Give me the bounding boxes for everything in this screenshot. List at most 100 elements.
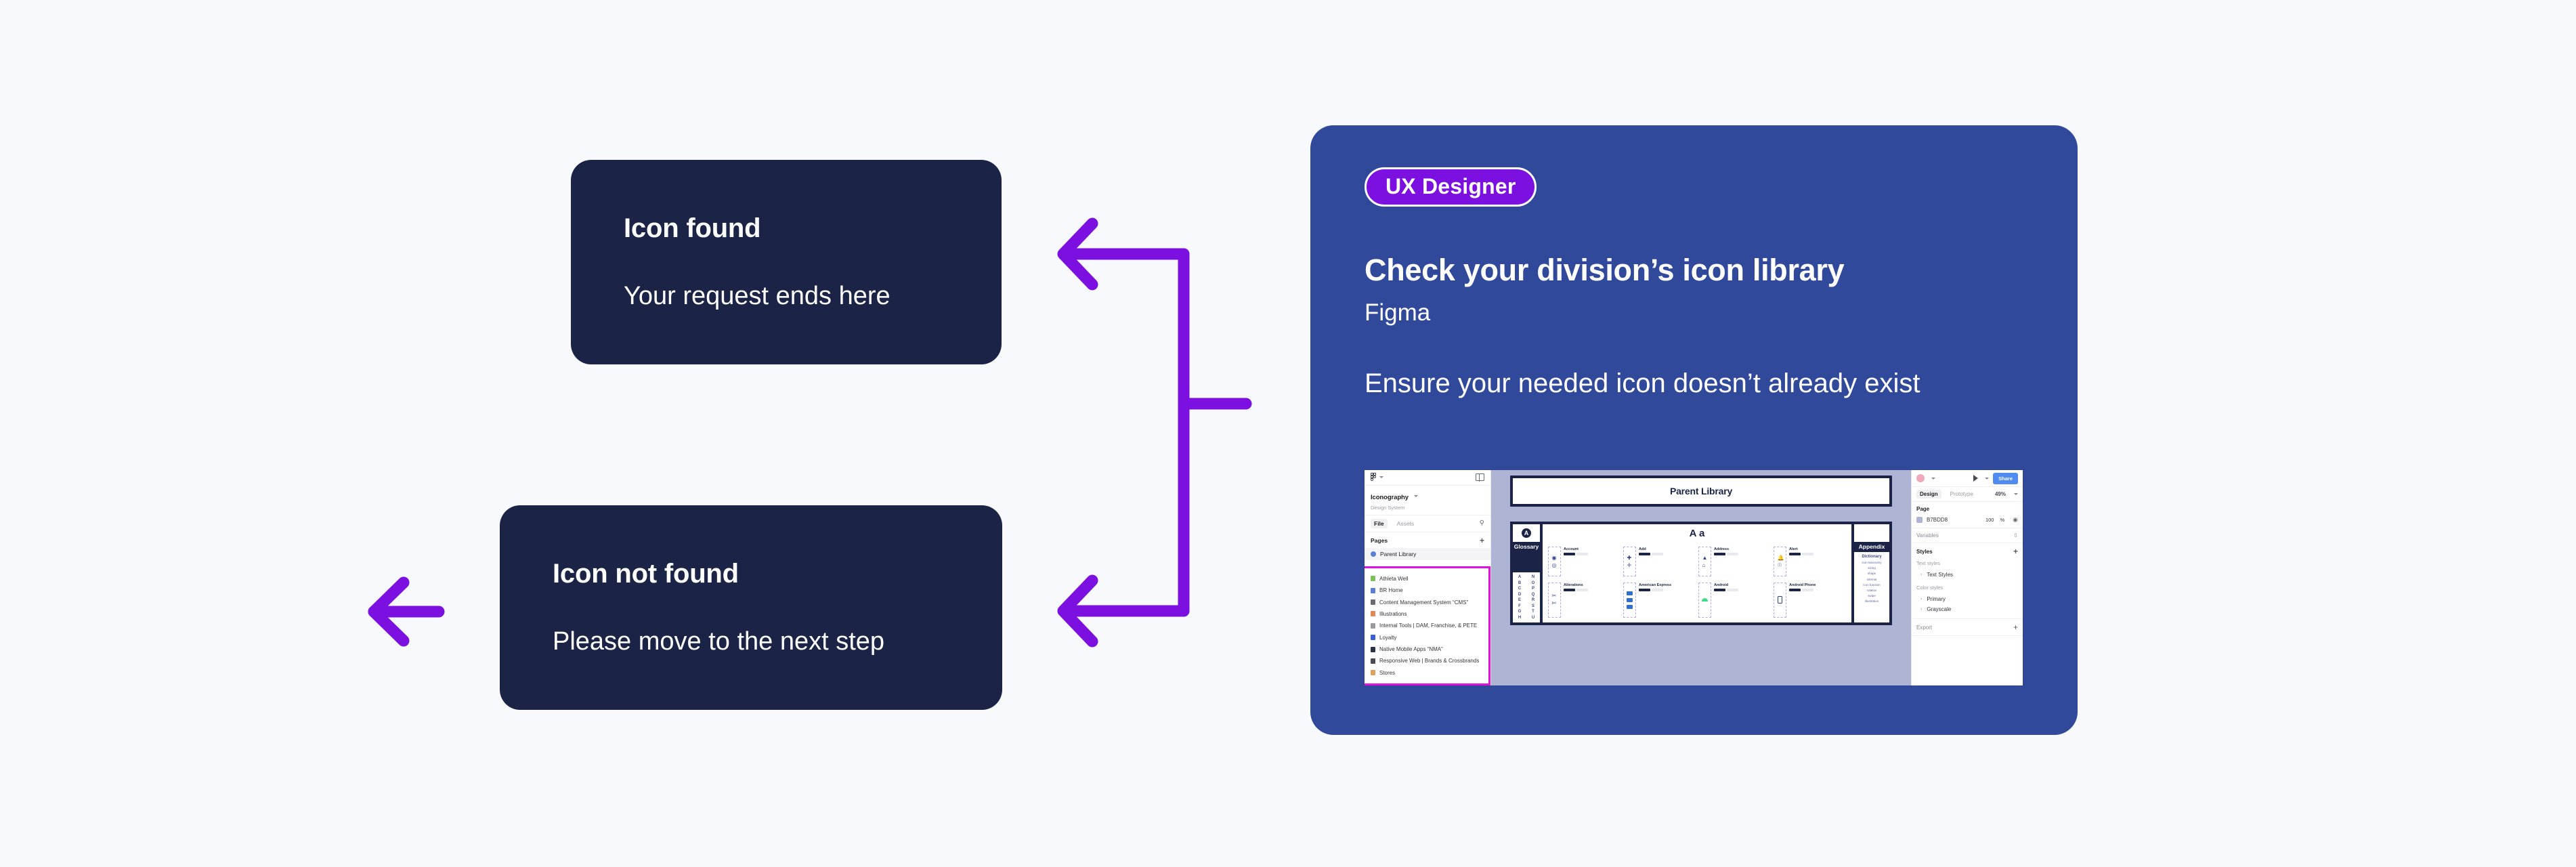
styles-label: Styles <box>1916 548 1933 555</box>
variables-header: Variables ⇳ <box>1916 532 2018 538</box>
list-item[interactable]: Illustrations <box>1365 608 1488 620</box>
figma-logo-icon[interactable] <box>1371 473 1377 482</box>
avatar[interactable] <box>1916 474 1925 482</box>
glossary-letter: S <box>1531 604 1534 608</box>
american-express-icon <box>1623 583 1636 618</box>
eye-icon[interactable]: ◉ <box>2013 516 2018 523</box>
glyph-sample: A a <box>1543 524 1851 542</box>
color-style-grayscale[interactable]: › Grayscale <box>1916 604 2018 614</box>
icon-entry[interactable]: ◉◎ Account <box>1548 547 1620 577</box>
export-header: Export + <box>1916 623 2018 631</box>
glossary-header: Glossary <box>1514 543 1539 550</box>
icon-chips <box>1789 553 1813 555</box>
list-item[interactable]: Native Mobile Apps “NMA” <box>1365 643 1488 655</box>
outcome-title: Icon not found <box>553 559 739 589</box>
chevron-down-icon[interactable] <box>1414 494 1419 497</box>
plus-icon[interactable]: + <box>2013 547 2018 556</box>
page-color-dot <box>1371 599 1375 606</box>
glossary-letter: T <box>1532 610 1534 614</box>
pages-label: Pages <box>1371 536 1388 544</box>
glossary-letter: P <box>1531 587 1534 591</box>
icon-entry[interactable]: American Express <box>1623 583 1696 618</box>
list-item[interactable]: Stores <box>1365 667 1488 679</box>
share-button[interactable]: Share <box>1993 472 2018 484</box>
toggle-panel-icon[interactable] <box>1476 473 1484 482</box>
icon-chips <box>1564 553 1588 555</box>
tab-file[interactable]: File <box>1371 518 1388 528</box>
list-item[interactable]: Responsive Web | Brands & Crossbrands <box>1365 655 1488 667</box>
tab-design[interactable]: Design <box>1916 490 1941 499</box>
export-label: Export <box>1916 624 1933 631</box>
list-item-label: Content Management System “CMS” <box>1379 599 1469 606</box>
page-color-row[interactable]: B7BDD8 100 % ◉ <box>1916 516 2018 524</box>
color-swatch[interactable] <box>1916 517 1923 523</box>
chevron-right-icon[interactable]: › <box>1920 597 1923 601</box>
search-icon[interactable]: ⚲ <box>1479 519 1484 527</box>
chevron-down-icon[interactable] <box>2014 493 2018 495</box>
icon-entry[interactable]: ✚✛ Add <box>1623 547 1696 577</box>
plus-icon[interactable]: + <box>2013 622 2018 632</box>
list-item[interactable]: Content Management System “CMS” <box>1365 596 1488 608</box>
tab-assets[interactable]: Assets <box>1396 520 1415 527</box>
address-icon: ▲⌂ <box>1698 547 1711 577</box>
icon-entry[interactable]: ▲⌂ Address <box>1698 547 1771 577</box>
tab-prototype[interactable]: Prototype <box>1950 491 1973 497</box>
variables-label: Variables <box>1916 532 1939 538</box>
chevron-down-icon[interactable] <box>1379 476 1383 479</box>
page-opacity[interactable]: 100 <box>1985 517 1994 523</box>
role-badge: UX Designer <box>1365 167 1537 207</box>
page-color-dot <box>1371 587 1375 593</box>
icon-chips <box>1714 553 1738 555</box>
icon-entry[interactable]: Android Phone <box>1774 583 1846 618</box>
glossary-letter: D <box>1518 592 1522 597</box>
play-icon[interactable] <box>1973 475 1979 482</box>
chevron-down-icon[interactable] <box>1985 477 1990 480</box>
list-item[interactable]: Loyalty <box>1365 632 1488 643</box>
zoom-level[interactable]: 49% <box>1994 491 2006 497</box>
chevron-right-icon[interactable]: › <box>1920 607 1923 612</box>
figma-frame-glyph-header: A A a <box>1510 522 1892 542</box>
text-styles-label: Text styles <box>1916 560 1941 566</box>
figma-canvas[interactable]: Parent Library A A a Glossary A N B O <box>1491 470 1911 685</box>
figma-library-list-highlight: Athleta Well BR Home Content Management … <box>1365 566 1490 685</box>
figma-export-section: Export + <box>1912 619 2023 636</box>
text-styles-item-label: Text Styles <box>1927 572 1954 578</box>
glossary-letter: Q <box>1531 592 1535 597</box>
list-item[interactable]: Internal Tools | DAM, Franchise, & PETE <box>1365 620 1488 631</box>
page-color-dot <box>1371 658 1375 664</box>
plus-icon[interactable]: + <box>1479 535 1484 545</box>
page-opacity-unit: % <box>2000 517 2005 523</box>
sliders-icon[interactable]: ⇳ <box>2013 532 2018 538</box>
figma-variables-section[interactable]: Variables ⇳ <box>1912 528 2023 543</box>
figma-page-section: Page B7BDD8 100 % ◉ <box>1912 502 2023 528</box>
list-item-label: Athleta Well <box>1379 575 1409 582</box>
list-item[interactable]: BR Home <box>1365 585 1488 596</box>
page-section-label: Page <box>1916 506 1930 512</box>
outcome-title: Icon found <box>624 213 761 244</box>
page-section-header: Page <box>1916 506 2018 512</box>
page-color-dot <box>1371 622 1375 629</box>
color-style-primary[interactable]: › Primary <box>1916 594 2018 604</box>
text-styles-item[interactable]: › Text Styles <box>1916 570 2018 580</box>
figma-current-page[interactable]: Parent Library <box>1365 547 1490 560</box>
arrow-to-icon-found <box>1057 217 1098 291</box>
icon-entry[interactable]: 🔔☉ Alert <box>1774 547 1846 577</box>
icon-label: Account <box>1564 547 1579 551</box>
figma-file-name[interactable]: Iconography <box>1371 493 1409 501</box>
icon-entry[interactable]: Android <box>1698 583 1771 618</box>
alterations-icon: ✂✄ <box>1548 583 1561 618</box>
icon-chips <box>1639 589 1671 592</box>
outcome-card-icon-found: Icon found Your request ends here <box>571 160 1002 364</box>
glossary-letter: A <box>1518 575 1522 579</box>
icon-chips <box>1789 589 1816 592</box>
page-color-dot <box>1371 670 1375 676</box>
page-color-dot <box>1371 611 1375 617</box>
list-item[interactable]: Athleta Well <box>1365 573 1488 585</box>
color-style-label: Primary <box>1927 596 1946 602</box>
chevron-down-icon[interactable] <box>1931 477 1935 480</box>
icon-label: Android Phone <box>1789 583 1816 588</box>
chevron-right-icon[interactable]: › <box>1920 572 1923 577</box>
appendix-item: shape <box>1867 572 1876 576</box>
icon-entry[interactable]: ✂✄ Alterations <box>1548 583 1620 618</box>
